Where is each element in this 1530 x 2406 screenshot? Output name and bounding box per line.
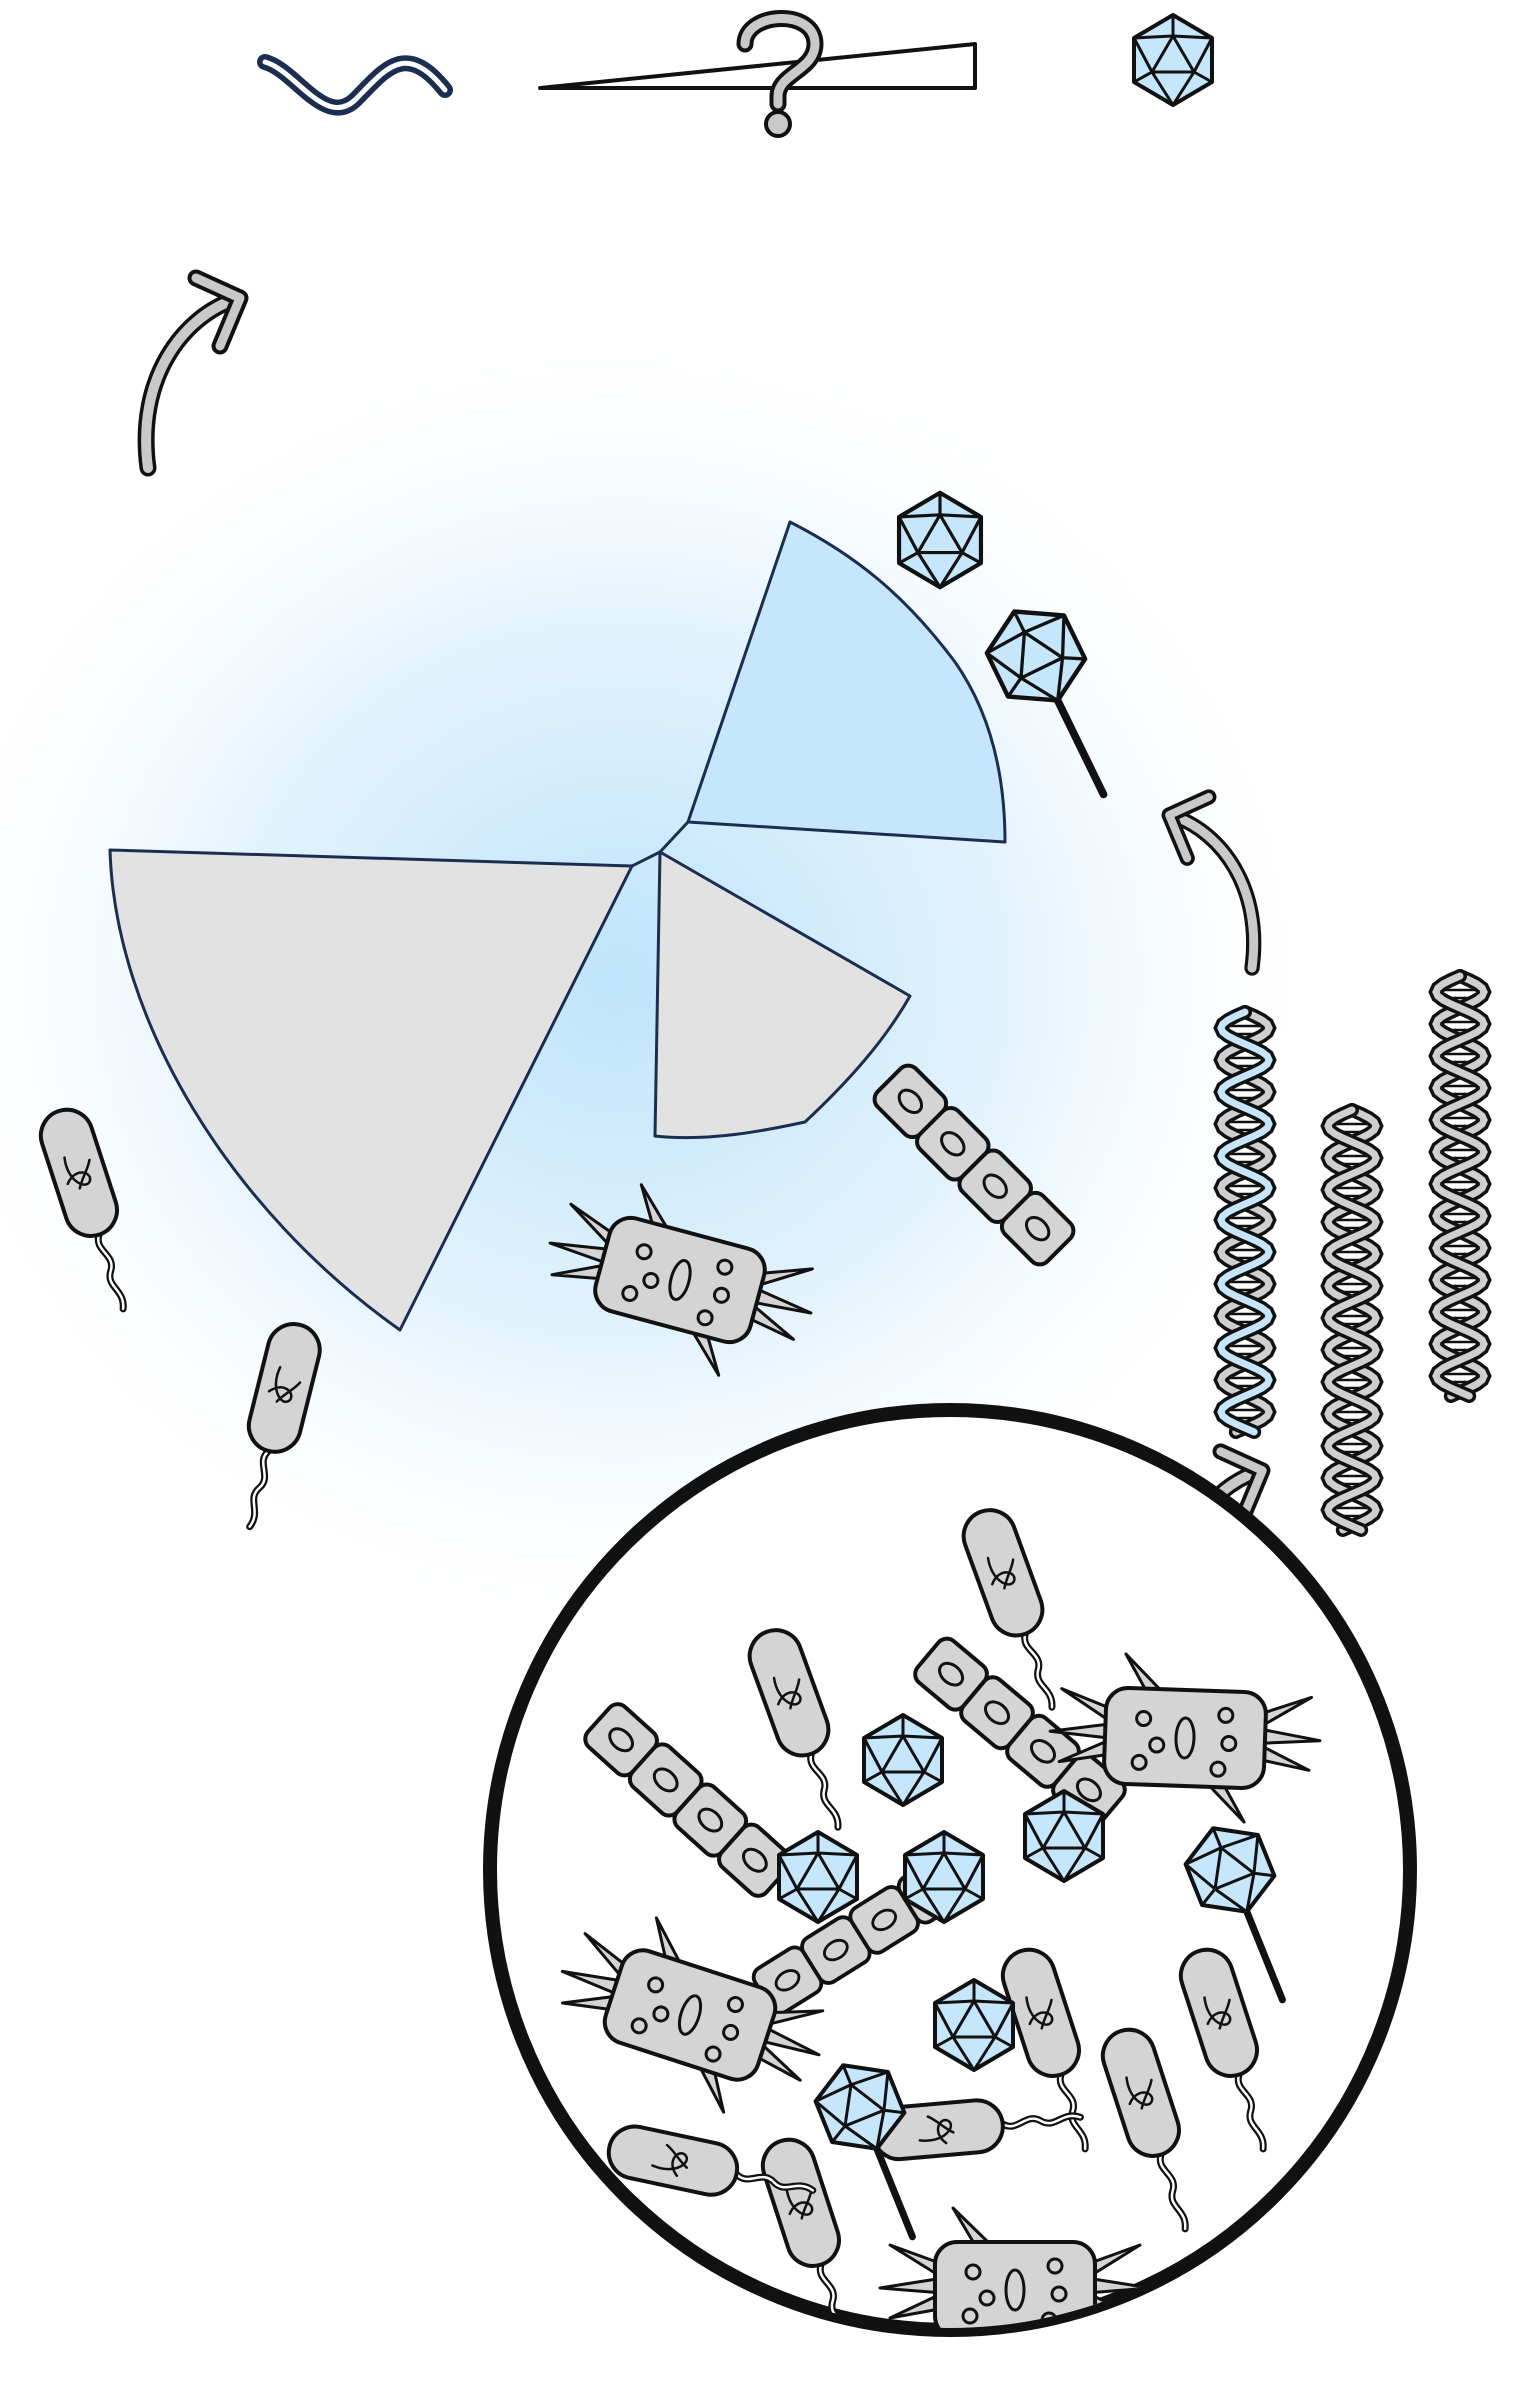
rna-wave-icon — [257, 54, 453, 116]
sector-hub — [631, 820, 690, 868]
blue-sector — [686, 520, 1007, 844]
dna-backbone — [1324, 1106, 1380, 1534]
gray-large-sector — [108, 848, 634, 1332]
dna-helix-icon-2 — [1320, 1103, 1384, 1537]
top-virion-icon — [1132, 13, 1214, 107]
gray-small-sector — [653, 850, 912, 1140]
dna-backbone — [1217, 1008, 1273, 1436]
dna-helix-icon-1 — [1213, 1005, 1277, 1439]
dna-helix-icon-3 — [1428, 969, 1492, 1403]
dna-backbone — [1432, 972, 1488, 1400]
dna-group — [1213, 969, 1492, 1537]
question-mark-ratio-icon — [538, 10, 977, 138]
